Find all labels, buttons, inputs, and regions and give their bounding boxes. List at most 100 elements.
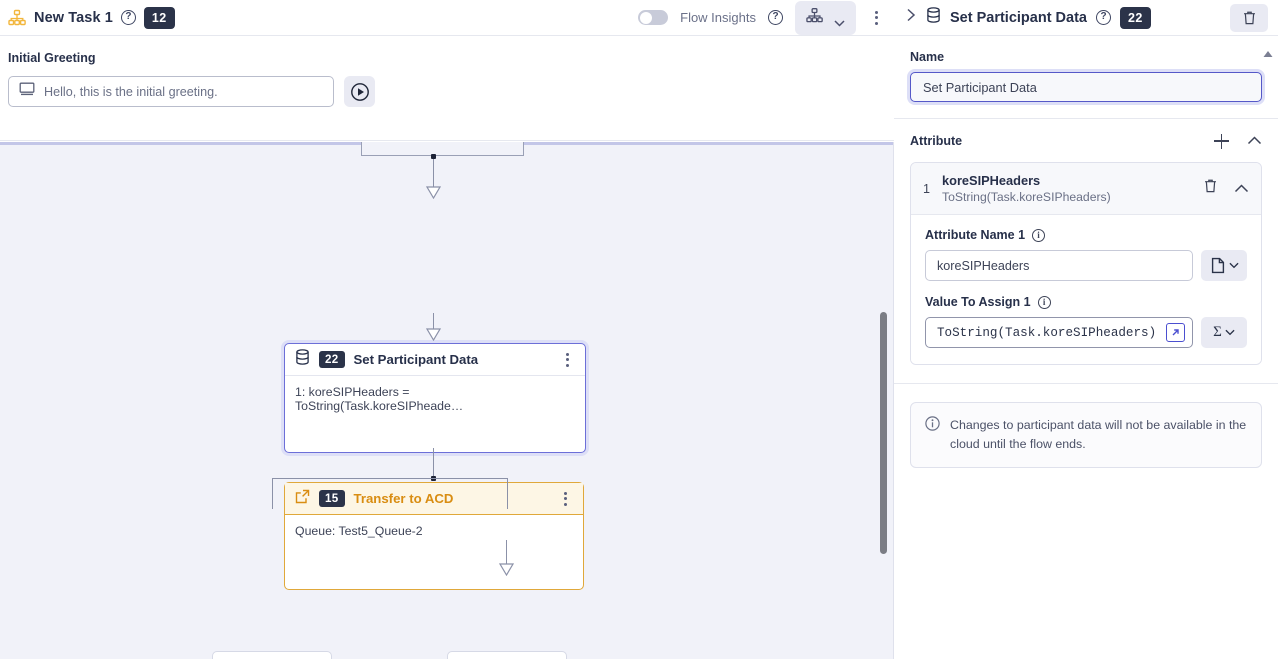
chevron-down-icon — [1225, 329, 1235, 336]
info-icon[interactable]: i — [1037, 295, 1051, 309]
field-spacer — [925, 281, 1247, 295]
attribute-card-body: Attribute Name 1 i koreSIPHeaders — [911, 215, 1261, 364]
play-circle-icon — [350, 82, 369, 101]
document-icon — [1211, 257, 1224, 274]
info-icon — [925, 416, 940, 454]
node-header: 22 Set Participant Data — [285, 344, 585, 376]
node-header: 15 Transfer to ACD — [285, 483, 583, 515]
database-icon — [295, 349, 310, 370]
node-name-input[interactable]: Set Participant Data — [910, 72, 1262, 102]
panel-title: Set Participant Data — [950, 9, 1087, 26]
initial-greeting-input[interactable]: Hello, this is the initial greeting. — [8, 76, 334, 107]
node-name-value: Set Participant Data — [923, 79, 1037, 95]
chevron-down-icon — [834, 14, 845, 27]
node-badge: 15 — [319, 490, 345, 507]
kebab-menu-icon[interactable] — [559, 351, 575, 369]
org-chart-icon — [806, 7, 823, 29]
name-label: Name — [910, 50, 945, 64]
node-badge: 22 — [319, 351, 345, 368]
node-transfer-to-acd[interactable]: 15 Transfer to ACD Queue: Test5_Queue-2 — [284, 482, 584, 590]
view-mode-dropdown[interactable] — [795, 0, 856, 35]
name-section: Name Set Participant Data — [894, 36, 1278, 102]
node-title: Set Participant Data — [353, 352, 479, 367]
attribute-name-input[interactable]: koreSIPHeaders — [925, 250, 1193, 281]
edge-branch-failure — [507, 478, 509, 509]
section-divider — [894, 118, 1278, 119]
canvas-vertical-scrollbar[interactable] — [880, 312, 887, 554]
edge-branch-success — [272, 478, 274, 509]
attribute-index: 1 — [923, 181, 931, 196]
play-greeting-button[interactable] — [344, 76, 375, 107]
caret-up-icon[interactable] — [1262, 46, 1274, 57]
top-toolbar: New Task 1 ? 12 Flow Insights ? — [0, 0, 894, 36]
task-title: New Task 1 — [34, 9, 113, 26]
node-set-participant-data[interactable]: 22 Set Participant Data 1: koreSIPHeader… — [284, 343, 586, 453]
edge-failure-to-audio — [506, 540, 508, 565]
header-help-circle-icon[interactable]: ? — [768, 10, 783, 25]
attribute-section-header: Attribute — [894, 119, 1278, 162]
attribute-name-row: koreSIPHeaders — [925, 250, 1247, 281]
value-to-assign-input[interactable]: ToString(Task.koreSIPheaders) — [925, 317, 1193, 348]
edge-acd-to-branch — [433, 448, 435, 478]
monitor-icon — [19, 82, 35, 101]
delete-attribute-button[interactable] — [1203, 178, 1218, 199]
attribute-value-summary: ToString(Task.koreSIPheaders) — [942, 190, 1111, 204]
initial-greeting-label: Initial Greeting — [8, 51, 96, 65]
edge-upstream-to-spd — [433, 156, 435, 187]
attribute-summary: koreSIPHeaders ToString(Task.koreSIPhead… — [942, 173, 1111, 204]
attribute-name-label-row: Attribute Name 1 i — [925, 228, 1247, 242]
participant-data-note-text: Changes to participant data will not be … — [950, 418, 1247, 452]
flow-insights-label: Flow Insights — [680, 10, 756, 25]
task-badge: 12 — [143, 6, 175, 29]
value-expression-picker-button[interactable]: Σ — [1201, 317, 1247, 348]
attribute-card-header[interactable]: 1 koreSIPHeaders ToString(Task.koreSIPhe… — [911, 163, 1261, 215]
panel-node-badge: 22 — [1120, 6, 1151, 29]
attribute-name-value: koreSIPHeaders — [937, 258, 1030, 273]
node-body-text: 1: koreSIPHeaders = ToString(Task.koreSI… — [295, 385, 464, 413]
arrow-down-icon — [499, 563, 514, 576]
attribute-name-label: Attribute Name 1 — [925, 228, 1026, 242]
add-attribute-button[interactable] — [1214, 133, 1229, 149]
edge-branch-horizontal — [272, 478, 507, 480]
kebab-menu-icon[interactable] — [868, 9, 884, 27]
info-icon[interactable]: i — [1032, 228, 1046, 242]
node-title: Transfer to ACD — [353, 491, 454, 506]
external-link-icon — [295, 489, 310, 509]
initial-greeting-value: Hello, this is the initial greeting. — [44, 84, 218, 99]
attribute-name-summary: koreSIPHeaders — [942, 173, 1041, 188]
toolbar-right-group: Flow Insights ? — [638, 0, 894, 35]
value-to-assign-value: ToString(Task.koreSIPheaders) — [937, 325, 1157, 340]
panel-header: Set Participant Data ? 22 — [894, 0, 1278, 36]
attribute-card: 1 koreSIPHeaders ToString(Task.koreSIPhe… — [910, 162, 1262, 365]
toolbar-left-group: New Task 1 ? 12 — [0, 6, 175, 29]
branch-chip-success[interactable]: Success — [212, 651, 332, 659]
panel-divider — [894, 383, 1278, 384]
delete-node-button[interactable] — [1230, 3, 1268, 32]
initial-greeting-row: Hello, this is the initial greeting. — [8, 76, 894, 107]
collapse-attribute-icon[interactable] — [1234, 180, 1249, 198]
help-circle-icon[interactable]: ? — [120, 10, 136, 25]
value-to-assign-row: ToString(Task.koreSIPheaders) Σ — [925, 317, 1247, 348]
flow-canvas[interactable]: 22 Set Participant Data 1: koreSIPHeader… — [0, 142, 894, 659]
attribute-card-actions — [1203, 178, 1249, 199]
kebab-menu-icon[interactable] — [557, 490, 573, 508]
org-chart-icon — [8, 9, 26, 27]
chevron-right-icon[interactable] — [906, 8, 917, 27]
edge-spd-to-acd — [433, 313, 435, 329]
collapse-attribute-section-icon[interactable] — [1247, 132, 1262, 150]
properties-panel: Set Participant Data ? 22 Name Set Parti… — [894, 0, 1278, 659]
sigma-icon: Σ — [1213, 324, 1222, 340]
attribute-section-actions — [1214, 132, 1262, 150]
branch-chip-failure[interactable]: Failure — [447, 651, 567, 659]
trash-icon — [1243, 11, 1255, 24]
attribute-name-picker-button[interactable] — [1201, 250, 1247, 281]
node-body-text: Queue: Test5_Queue-2 — [295, 524, 423, 538]
trash-icon — [1205, 179, 1216, 193]
upstream-node-partial — [361, 142, 524, 156]
expand-arrow-icon[interactable] — [1166, 323, 1185, 342]
initial-greeting-section: Initial Greeting Hello, this is the init… — [0, 37, 894, 141]
value-to-assign-label-row: Value To Assign 1 i — [925, 295, 1247, 309]
help-circle-icon[interactable]: ? — [1096, 10, 1111, 25]
flow-insights-toggle[interactable] — [638, 10, 669, 25]
value-to-assign-label: Value To Assign 1 — [925, 295, 1031, 309]
